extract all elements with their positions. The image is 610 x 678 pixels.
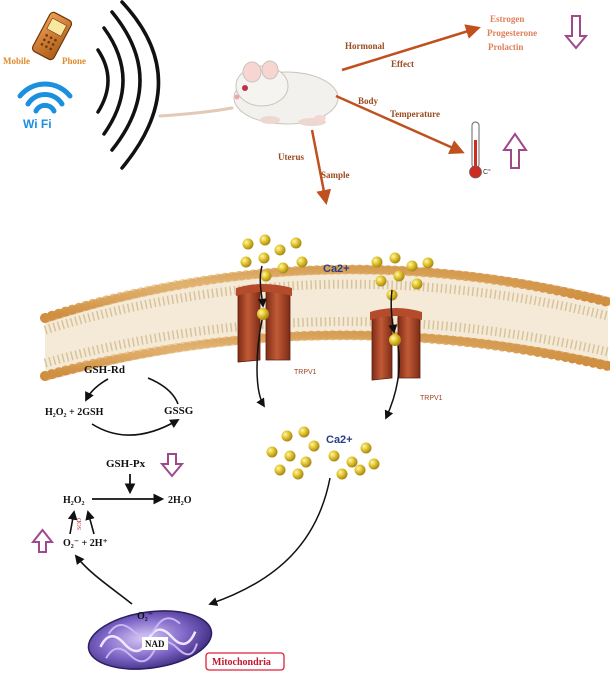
- calcium-bottom-label: Ca2+: [326, 434, 353, 446]
- hormone-progesterone: Progesterone: [487, 28, 537, 38]
- thermometer-icon: [469, 121, 482, 179]
- trpv1-channel-right: [370, 308, 422, 381]
- radiation-waves: [96, 0, 161, 170]
- calcium-ion-in-right-channel: [389, 334, 401, 346]
- gsh-px-label: GSH-Px: [106, 458, 146, 470]
- effect-label: Effect: [391, 59, 414, 69]
- hormone-decrease-icon: [563, 15, 589, 50]
- body-label: Body: [358, 96, 379, 106]
- sod-label: SOD: [77, 517, 83, 530]
- phone-label: Phone: [62, 56, 86, 66]
- superoxide-2h-label: O₂⁻ + 2H⁺: [63, 538, 108, 549]
- sample-label: Sample: [321, 170, 350, 180]
- thermometer-unit: C°: [483, 168, 491, 176]
- hormonal-effect-arrow: [341, 24, 481, 72]
- h2o2-2gsh-label: H₂O₂ + 2GSH: [45, 407, 104, 418]
- gssg-label: GSSG: [164, 405, 194, 417]
- mobile-phone-icon: [31, 11, 73, 61]
- calcium-to-mitochondria-arrow: [208, 477, 331, 606]
- mitochondria-to-superoxide-arrow: [74, 554, 133, 605]
- calcium-ions-intracellular: [266, 426, 380, 480]
- calcium-ions-top-left: [240, 234, 308, 282]
- calcium-entry-arrow-right-top: [388, 289, 398, 334]
- calcium-ions-top-right: [371, 252, 434, 301]
- trpv1-channel-left: [236, 284, 292, 363]
- gsh-px-decrease-icon: [159, 453, 185, 478]
- nad-label-box: [142, 637, 168, 650]
- mobile-label: Mobile: [3, 56, 30, 66]
- gsh-to-gssg-arrow: [91, 419, 180, 436]
- trpv1-right-label: TRPV1: [420, 395, 443, 402]
- body-temperature-arrow: [335, 94, 465, 154]
- superoxide-increase-icon: [30, 528, 55, 553]
- gsh-rd-label: GSH-Rd: [84, 364, 125, 376]
- nad-label: NAD: [145, 639, 165, 649]
- mitochondria-label-box: [205, 652, 285, 671]
- gssg-to-gsh-rd-line: [147, 377, 179, 405]
- temperature-label: Temperature: [390, 109, 440, 119]
- trpv1-left-label: TRPV1: [294, 369, 317, 376]
- hormone-estrogen: Estrogen: [490, 14, 524, 24]
- wifi-label: Wi Fi: [23, 117, 52, 131]
- calcium-entry-arrow-left-top: [257, 265, 267, 308]
- sod-left-arrow: [67, 510, 78, 535]
- wifi-icon: [17, 81, 73, 114]
- cell-membrane: [40, 264, 610, 381]
- sod-right-arrow: [85, 510, 95, 535]
- hormonal-label: Hormonal: [345, 41, 385, 51]
- mito-superoxide-label: O₂⁻: [137, 611, 153, 622]
- calcium-entry-arrow-left-bottom: [256, 319, 265, 408]
- uterus-sample-arrow: [310, 129, 332, 205]
- gsh-rd-to-gsh-arrow: [85, 378, 109, 402]
- water-label: 2H₂O: [168, 495, 192, 506]
- uterus-label: Uterus: [278, 152, 304, 162]
- h2o2-label: H₂O₂: [63, 495, 85, 506]
- calcium-ion-in-left-channel: [257, 308, 269, 320]
- rat-image: [158, 60, 339, 126]
- mitochondria-label: Mitochondria: [212, 657, 271, 668]
- temperature-increase-icon: [502, 132, 528, 169]
- calcium-top-label: Ca2+: [323, 263, 350, 275]
- hormone-prolactin: Prolactin: [488, 42, 523, 52]
- calcium-entry-arrow-right-bottom: [384, 345, 401, 420]
